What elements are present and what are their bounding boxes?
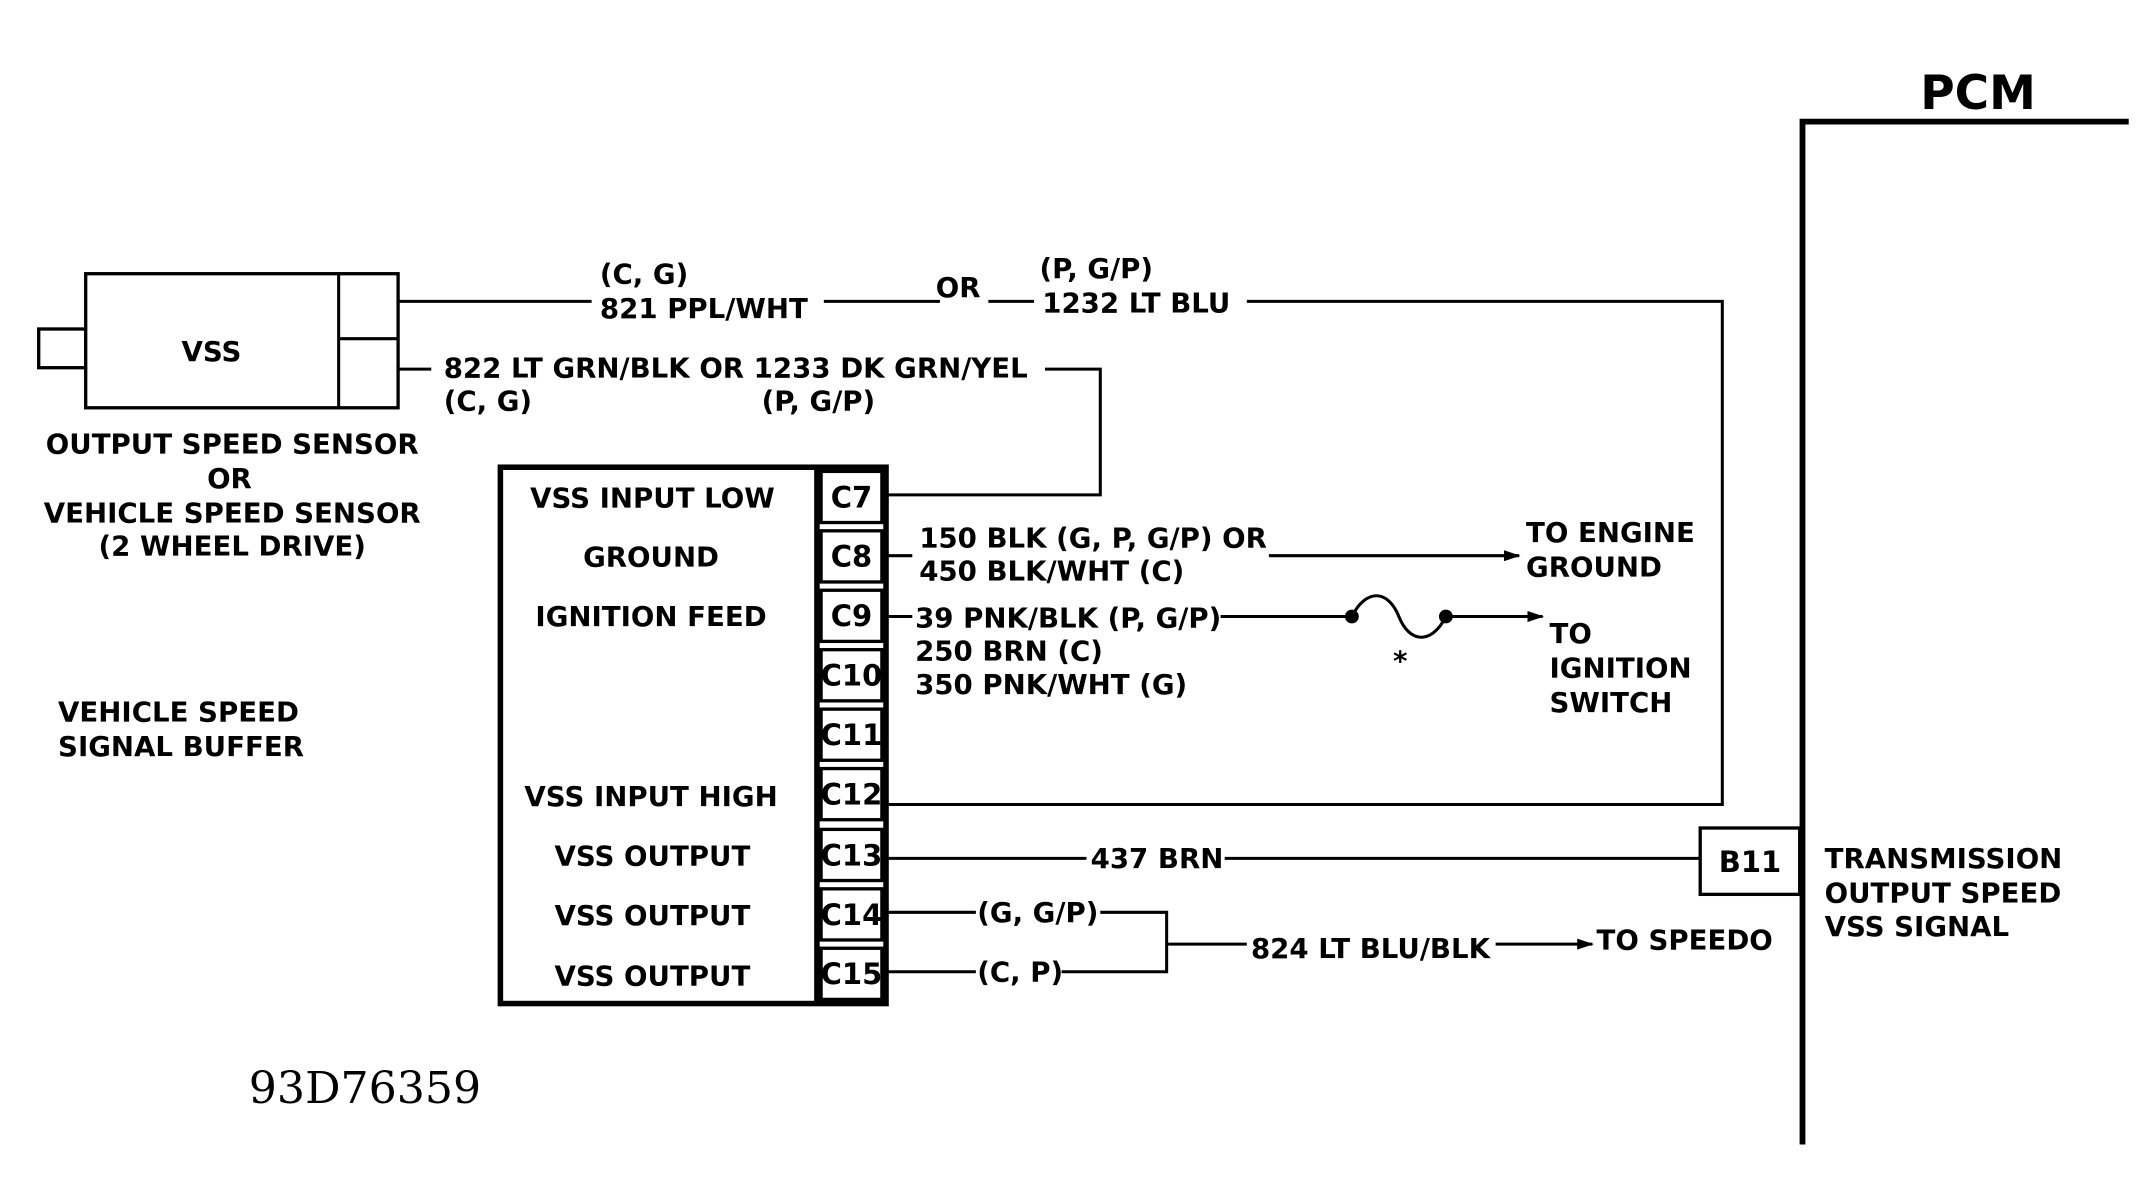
top-wire-b-label: 1232 LT BLU bbox=[1042, 286, 1230, 319]
pin-c10: C10 bbox=[821, 659, 883, 693]
sensor-caption: OUTPUT SPEED SENSOR OR VEHICLE SPEED SEN… bbox=[44, 427, 421, 562]
ign-dest-1: TO bbox=[1550, 617, 1592, 650]
svg-text:OR: OR bbox=[207, 462, 252, 495]
ign-dest-2: IGNITION bbox=[1550, 651, 1692, 684]
svg-text:VEHICLE SPEED: VEHICLE SPEED bbox=[58, 696, 299, 729]
speedo-wire-label: 824 LT BLU/BLK bbox=[1251, 932, 1492, 965]
pcm-terminal-box bbox=[1698, 826, 1802, 897]
func-c12: VSS INPUT HIGH bbox=[524, 780, 777, 813]
top-or-label: OR bbox=[936, 271, 981, 304]
vss-sensor: VSS bbox=[37, 272, 400, 410]
c14-label: (G, G/P) bbox=[977, 896, 1098, 929]
func-c9: IGNITION FEED bbox=[535, 600, 766, 633]
svg-text:VEHICLE SPEED SENSOR: VEHICLE SPEED SENSOR bbox=[44, 497, 421, 530]
buffer-caption: VEHICLE SPEED SIGNAL BUFFER bbox=[58, 696, 304, 764]
svg-text:OUTPUT SPEED: OUTPUT SPEED bbox=[1825, 877, 2062, 910]
svg-text:OUTPUT SPEED SENSOR: OUTPUT SPEED SENSOR bbox=[46, 427, 419, 460]
ign-wire-label-1: 39 PNK/BLK (P, G/P) bbox=[915, 602, 1221, 635]
wire-821-1232 bbox=[398, 299, 1724, 807]
svg-text:SIGNAL BUFFER: SIGNAL BUFFER bbox=[58, 730, 304, 763]
second-pgp-label: (P, G/P) bbox=[762, 385, 876, 418]
pin-c15: C15 bbox=[821, 957, 883, 991]
pcm-signal-label: TRANSMISSION OUTPUT SPEED VSS SIGNAL bbox=[1825, 842, 2063, 943]
ground-wire-label-2: 450 BLK/WHT (C) bbox=[919, 555, 1184, 588]
sensor-label: VSS bbox=[182, 335, 242, 368]
c15-label: (C, P) bbox=[977, 955, 1063, 988]
top-pgp-label: (P, G/P) bbox=[1039, 252, 1153, 285]
pin-c8: C8 bbox=[831, 540, 872, 574]
svg-text:VSS SIGNAL: VSS SIGNAL bbox=[1825, 910, 2010, 943]
pin-c9: C9 bbox=[831, 599, 872, 633]
pin-c13: C13 bbox=[821, 838, 883, 872]
func-c8: GROUND bbox=[583, 541, 719, 574]
second-cg-label: (C, G) bbox=[444, 385, 532, 418]
ign-dest-3: SWITCH bbox=[1550, 686, 1673, 719]
fuse-symbol bbox=[1220, 594, 1545, 639]
c13-wire-label: 437 BRN bbox=[1091, 842, 1224, 875]
func-c7: VSS INPUT LOW bbox=[530, 481, 775, 514]
ground-dest-2: GROUND bbox=[1526, 550, 1662, 583]
buffer-functions: VSS INPUT LOW GROUND IGNITION FEED VSS I… bbox=[524, 481, 777, 992]
pin-c14: C14 bbox=[821, 898, 883, 932]
wire-822-1233 bbox=[398, 367, 1102, 497]
ground-dest-1: TO ENGINE bbox=[1526, 516, 1695, 549]
svg-text:TRANSMISSION: TRANSMISSION bbox=[1825, 842, 2063, 875]
ign-wire-label-3: 350 PNK/WHT (G) bbox=[915, 668, 1187, 701]
pcm-outline bbox=[1799, 118, 2129, 1145]
pin-c7: C7 bbox=[831, 480, 872, 514]
ground-wire-label-1: 150 BLK (G, P, G/P) OR bbox=[919, 521, 1267, 554]
func-c15: VSS OUTPUT bbox=[555, 960, 751, 993]
figure-id: 93D76359 bbox=[249, 1063, 481, 1114]
top-wire-a-label: 821 PPL/WHT bbox=[600, 292, 808, 325]
func-c14: VSS OUTPUT bbox=[555, 899, 751, 932]
pcm-title: PCM bbox=[1920, 66, 2036, 121]
svg-text:(2 WHEEL DRIVE): (2 WHEEL DRIVE) bbox=[99, 530, 366, 563]
buffer-pin-boxes bbox=[819, 469, 884, 1002]
ign-wire-label-2: 250 BRN (C) bbox=[915, 635, 1103, 668]
pcm-terminal-b11: B11 bbox=[1719, 845, 1782, 879]
func-c13: VSS OUTPUT bbox=[555, 839, 751, 872]
pin-c11: C11 bbox=[821, 718, 883, 752]
buffer-pin-labels: C7 C8 C9 C10 C11 C12 C13 C14 C15 bbox=[821, 480, 883, 991]
pin-c12: C12 bbox=[821, 778, 883, 812]
top-cg-label: (C, G) bbox=[600, 257, 688, 290]
second-wire-label: 822 LT GRN/BLK OR 1233 DK GRN/YEL bbox=[444, 351, 1028, 384]
speedo-dest: TO SPEEDO bbox=[1597, 924, 1773, 957]
fuse-mark: * bbox=[1393, 644, 1407, 677]
